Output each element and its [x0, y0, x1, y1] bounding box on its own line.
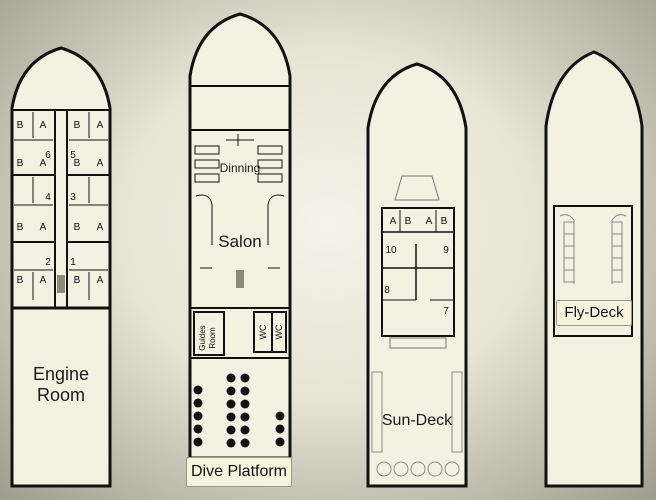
- cabin-label: B: [73, 158, 81, 169]
- lower-deck-hull: [10, 46, 112, 488]
- cabin-label: A: [39, 120, 47, 131]
- main-deck-hull: [188, 12, 292, 460]
- cabin-label: A: [39, 158, 47, 169]
- cabin-label: B: [16, 275, 24, 286]
- dive-tank: [240, 425, 250, 435]
- cabin-label: 5: [70, 150, 76, 161]
- dive-tank: [240, 438, 250, 448]
- cabin-label: 7: [443, 306, 449, 317]
- cabin-label: 3: [70, 192, 76, 203]
- dive-tank: [240, 386, 250, 396]
- dinning-label: Dinning: [219, 161, 261, 175]
- cabin-label: 1: [70, 257, 76, 268]
- dive-tank: [193, 385, 203, 395]
- upper-deck-hull: [366, 62, 468, 488]
- cabin-label: 8: [384, 285, 390, 296]
- lower-deck: [10, 46, 112, 488]
- dive-platform-label: Dive Platform: [186, 457, 292, 487]
- sun-deck-label: Sun-Deck: [381, 412, 453, 429]
- fly-deck: [544, 50, 644, 488]
- cabin-label: A: [96, 120, 104, 131]
- cabin-label: A: [39, 222, 47, 233]
- upper-deck: [366, 62, 468, 488]
- cabin-label: B: [404, 216, 412, 227]
- cabin-label: 6: [45, 150, 51, 161]
- dive-tank: [226, 438, 236, 448]
- cabin-label: A: [425, 216, 433, 227]
- dive-tank: [193, 398, 203, 408]
- cabin-label: 4: [45, 192, 51, 203]
- cabin-label: 10: [385, 245, 397, 256]
- cabin-label: B: [440, 216, 448, 227]
- dive-tank: [275, 437, 285, 447]
- cabin-label: B: [16, 222, 24, 233]
- dive-tank: [240, 412, 250, 422]
- cabin-label: B: [16, 158, 24, 169]
- wc-label-1: WC: [258, 324, 268, 340]
- main-deck: [188, 12, 292, 460]
- fly-deck-label: Fly-Deck: [556, 300, 632, 326]
- wc-label-2: WC: [274, 324, 284, 340]
- dive-tank: [226, 399, 236, 409]
- fly-deck-hull: [544, 50, 644, 488]
- dive-tanks: [193, 373, 285, 448]
- cabin-label: 9: [443, 245, 449, 256]
- cabin-label: A: [39, 275, 47, 286]
- dive-tank: [240, 399, 250, 409]
- cabin-label: A: [96, 222, 104, 233]
- dive-tank: [193, 411, 203, 421]
- cabin-label: B: [73, 120, 81, 131]
- dive-tank: [275, 424, 285, 434]
- cabin-label: A: [96, 275, 104, 286]
- guides-room-label: Guides Room: [198, 325, 217, 351]
- dive-tank: [193, 424, 203, 434]
- dive-tank: [226, 412, 236, 422]
- cabin-label: 2: [45, 257, 51, 268]
- engine-room-label: Engine Room: [32, 364, 90, 405]
- dive-tank: [226, 373, 236, 383]
- dive-tank: [226, 386, 236, 396]
- dive-tank: [193, 437, 203, 447]
- cabin-label: A: [96, 158, 104, 169]
- cabin-label: B: [73, 275, 81, 286]
- dive-tank: [226, 425, 236, 435]
- salon-label: Salon: [218, 232, 262, 251]
- dive-tank: [240, 373, 250, 383]
- cabin-label: B: [73, 222, 81, 233]
- cabin-label: B: [16, 120, 24, 131]
- dive-tank: [275, 411, 285, 421]
- cabin-label: A: [389, 216, 397, 227]
